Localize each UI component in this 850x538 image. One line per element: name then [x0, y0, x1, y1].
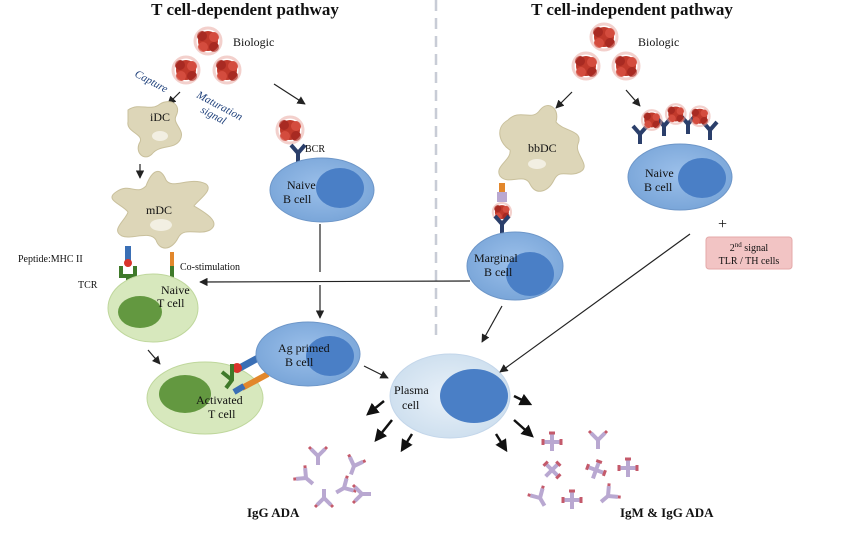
plasma-nucleus: [440, 369, 508, 423]
igm-igg-antibodies: [525, 429, 639, 513]
mhc-ii-molecule: [125, 246, 131, 262]
arrow-naive-to-activated: [147, 349, 161, 365]
title-t-independent: T cell-independent pathway: [531, 0, 733, 19]
ag-primed-label-1: Ag primed: [278, 341, 330, 355]
tcr-label: TCR: [78, 280, 98, 291]
marginal-b-nucleus: [506, 252, 554, 296]
naive-b-right-label-1: Naive: [645, 166, 674, 180]
co-stim-label: Co-stimulation: [180, 262, 240, 273]
naive-b-left-label-1: Naive: [287, 178, 316, 192]
bcr-label: BCR: [305, 144, 325, 155]
igg-ada-label: IgG ADA: [247, 505, 300, 520]
arrow-to-plasma: [363, 365, 389, 379]
fc-receptor-base: [497, 192, 507, 202]
activated-t-label-2: T cell: [208, 407, 236, 421]
peptide: [124, 259, 132, 267]
fc-receptor: [499, 183, 505, 193]
idc-label: iDC: [150, 110, 170, 124]
mdc-label: mDC: [146, 203, 172, 217]
biologic-label-right: Biologic: [638, 35, 679, 49]
bbdc-nucleus: [528, 159, 546, 169]
activated-t-nucleus: [159, 375, 211, 413]
marginal-label-1: Marginal: [474, 251, 518, 265]
naive-b-right-label-2: B cell: [644, 180, 673, 194]
arrow-marginal-to-plasma: [481, 305, 503, 343]
immune-synapse: [220, 354, 270, 395]
peptide-mhc-label: Peptide:MHC II: [18, 254, 83, 265]
biologic-cluster-right: [571, 22, 641, 81]
naive-t-label-1: Naive: [161, 283, 190, 297]
crosslinked-bcrs: [631, 103, 719, 146]
capture-label: Capture: [133, 68, 170, 95]
naive-t-nucleus: [118, 296, 162, 328]
mdc-nucleus: [150, 219, 172, 231]
idc-cell: [127, 101, 182, 158]
igm-igg-ada-label: IgM & IgG ADA: [620, 505, 714, 520]
naive-b-nucleus-right: [678, 158, 726, 198]
arrow-to-naive-b: [273, 83, 306, 105]
igg-antibodies: [291, 445, 373, 509]
co-stim-molecule: [170, 252, 174, 266]
activated-t-label-1: Activated: [196, 393, 243, 407]
mdc-cell: [111, 171, 215, 249]
ag-primed-nucleus: [306, 336, 354, 376]
plus-sign: +: [718, 216, 727, 233]
plasma-label-1: Plasma: [394, 383, 429, 397]
naive-t-label-2: T cell: [157, 296, 185, 310]
plasma-label-2: cell: [402, 398, 420, 412]
second-signal-label-2: TLR / TH cells: [719, 256, 780, 267]
cd28-molecule: [170, 266, 174, 278]
title-t-dependent: T cell-dependent pathway: [151, 0, 339, 19]
second-signal-box: [705, 236, 793, 270]
biologic-cluster-left: [171, 26, 242, 85]
marginal-label-2: B cell: [484, 265, 513, 279]
idc-nucleus: [152, 131, 168, 141]
biologic-label-left: Biologic: [233, 35, 274, 49]
arrow-to-naive-b-right: [625, 89, 641, 107]
output-arrows: [366, 393, 534, 453]
naive-b-left-label-2: B cell: [283, 192, 312, 206]
second-signal-label-1: 2nd signal: [730, 241, 769, 254]
bbdc-label: bbDC: [528, 141, 557, 155]
ag-primed-label-2: B cell: [285, 355, 314, 369]
arrow-naive-b-right-to-plasma: [499, 233, 691, 373]
naive-b-nucleus-left: [316, 168, 364, 208]
bbdc-cell: [498, 105, 585, 192]
arrow-marginal-to-naive-t: [199, 277, 471, 287]
arrow-to-bbdc: [555, 91, 573, 109]
